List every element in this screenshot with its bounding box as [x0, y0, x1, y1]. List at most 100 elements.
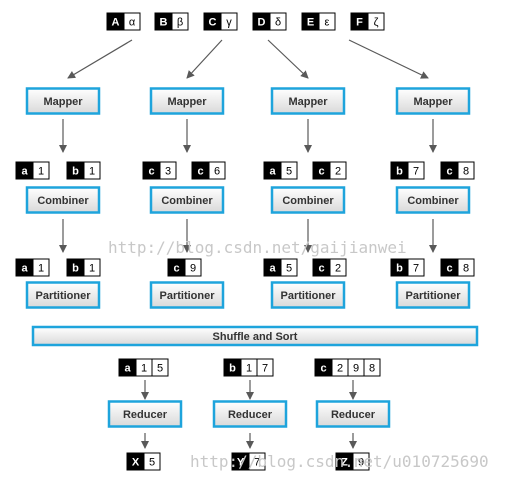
input-pair-E-key: E — [307, 17, 314, 29]
combiner-box-2: Combiner — [149, 186, 225, 214]
reducer-output-X-value: 5 — [149, 457, 155, 469]
combiner-output-2-1-value: 9 — [190, 263, 196, 275]
reducer-box-2-label: Reducer — [228, 409, 273, 421]
mapper-output-4-1-key: b — [396, 166, 403, 178]
reducer-input-b-value: 7 — [262, 363, 268, 375]
reducer-input-c-key: c — [320, 363, 326, 375]
combiner-output-3-2-key: c — [318, 263, 324, 275]
combiner-output-1-1-value: 1 — [38, 263, 44, 275]
partitioner-box-1-label: Partitioner — [35, 290, 91, 302]
input-pair-C-value: γ — [226, 17, 232, 29]
mapper-box-1-label: Mapper — [43, 96, 83, 108]
mapper-output-2-1-value: 3 — [165, 166, 171, 178]
mapper-box-3: Mapper — [270, 87, 346, 115]
input-pair-D-value: δ — [275, 17, 281, 29]
mapper-output-1-2-key: b — [72, 166, 79, 178]
reducer-input-a-value: 5 — [157, 363, 163, 375]
reducer-output-Y-key: Y — [237, 457, 245, 469]
input-pair-A-key: A — [112, 17, 120, 29]
mapper-output-3-1-key: a — [269, 166, 276, 178]
mapper-box-1: Mapper — [25, 87, 101, 115]
combiner-output-1-1-key: a — [21, 263, 28, 275]
reducer-input-b-value: 1 — [246, 363, 252, 375]
reducer-box-3: Reducer — [315, 400, 391, 428]
mapper-output-3-2-key: c — [318, 166, 324, 178]
input-pair-B-key: B — [160, 17, 168, 29]
reducer-output-Z-value: 9 — [358, 457, 364, 469]
combiner-box-4-label: Combiner — [407, 195, 459, 207]
combiner-output-4-2-key: c — [446, 263, 452, 275]
input-pair-C-key: C — [209, 17, 217, 29]
mapper-output-2-2-key: c — [197, 166, 203, 178]
reducer-output-Y-value: 7 — [254, 457, 260, 469]
reducer-box-1-label: Reducer — [123, 409, 168, 421]
mapper-output-4-1-value: 7 — [413, 166, 419, 178]
arrow-input-to-mapper-1 — [67, 39, 133, 79]
input-pair-E-value: ε — [325, 17, 330, 29]
combiner-box-1-label: Combiner — [37, 195, 89, 207]
mapper-output-1-2-value: 1 — [89, 166, 95, 178]
combiner-output-1-2-key: b — [72, 263, 79, 275]
combiner-box-2-label: Combiner — [161, 195, 213, 207]
mapper-output-3-1-value: 5 — [286, 166, 292, 178]
mapper-output-2-2-value: 6 — [214, 166, 220, 178]
partitioner-box-2-label: Partitioner — [159, 290, 215, 302]
partitioner-box-2: Partitioner — [149, 281, 225, 309]
mapper-box-2: Mapper — [149, 87, 225, 115]
mapper-box-4: Mapper — [395, 87, 471, 115]
input-pair-B-value: β — [177, 17, 183, 29]
input-pair-F-value: ζ — [374, 17, 379, 29]
partitioner-box-4: Partitioner — [395, 281, 471, 309]
combiner-output-3-2-value: 2 — [335, 263, 341, 275]
reducer-input-c-value: 8 — [369, 363, 375, 375]
combiner-box-1: Combiner — [25, 186, 101, 214]
reducer-box-1: Reducer — [107, 400, 183, 428]
combiner-box-3-label: Combiner — [282, 195, 334, 207]
reducer-input-c-value: 2 — [337, 363, 343, 375]
arrow-input-to-mapper-2 — [186, 39, 223, 79]
input-pair-A-value: α — [129, 17, 136, 29]
arrow-input-to-mapper-4 — [348, 39, 429, 79]
partitioner-box-3-label: Partitioner — [280, 290, 336, 302]
reducer-output-Z-key: Z — [341, 457, 348, 469]
reducer-output-X-key: X — [132, 457, 140, 469]
combiner-output-4-1-key: b — [396, 263, 403, 275]
combiner-output-3-1-value: 5 — [286, 263, 292, 275]
combiner-box-3: Combiner — [270, 186, 346, 214]
input-pair-F-key: F — [356, 17, 363, 29]
combiner-output-2-1-key: c — [173, 263, 179, 275]
mapper-box-4-label: Mapper — [413, 96, 453, 108]
partitioner-box-4-label: Partitioner — [405, 290, 461, 302]
combiner-output-4-1-value: 7 — [413, 263, 419, 275]
mapper-output-2-1-key: c — [148, 166, 154, 178]
reducer-input-c-value: 9 — [353, 363, 359, 375]
mapper-output-1-1-key: a — [21, 166, 28, 178]
shuffle-sort-bar: Shuffle and Sort — [31, 325, 479, 347]
input-pair-D-key: D — [258, 17, 266, 29]
arrow-input-to-mapper-3 — [267, 39, 309, 79]
shuffle-sort-bar-label: Shuffle and Sort — [213, 331, 298, 343]
reducer-input-a-key: a — [124, 363, 131, 375]
mapper-output-4-2-value: 8 — [463, 166, 469, 178]
mapper-output-4-2-key: c — [446, 166, 452, 178]
reducer-input-a-value: 1 — [141, 363, 147, 375]
